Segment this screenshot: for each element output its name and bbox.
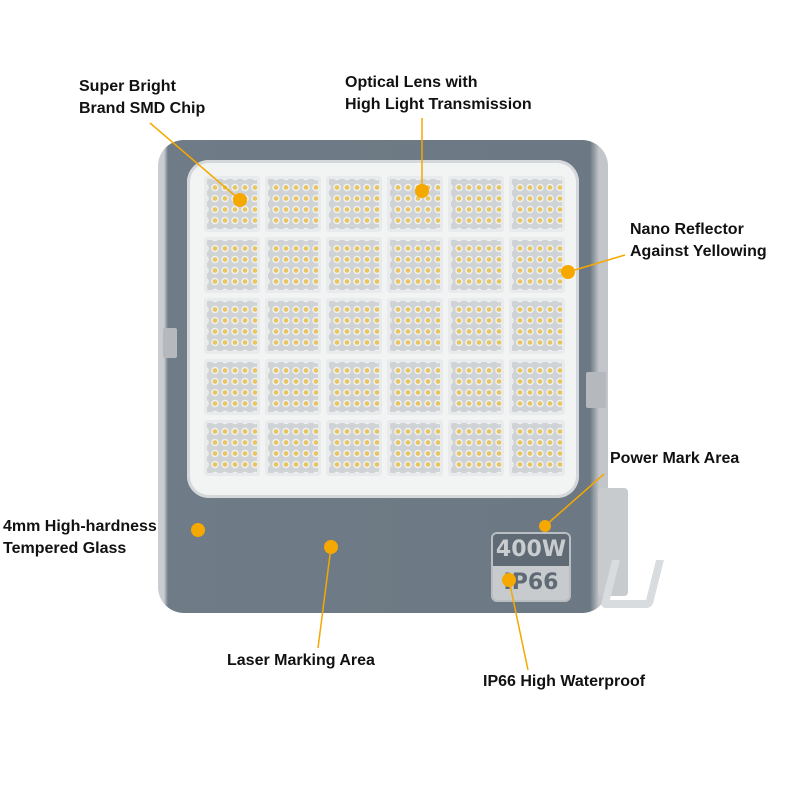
chip-dot [233, 193, 247, 207]
led-module [326, 359, 382, 415]
led-module [326, 420, 382, 476]
led-module [387, 237, 443, 293]
callout-reflector-line2: Against Yellowing [630, 243, 767, 260]
power-leader [544, 473, 605, 527]
callout-glass-line2: Tempered Glass [3, 540, 127, 557]
callout-lens: Optical Lens with High Light Transmissio… [345, 72, 532, 116]
reflector-dot [561, 265, 575, 279]
led-module [387, 420, 443, 476]
callout-laser: Laser Marking Area [227, 650, 375, 672]
callout-lens-line2: High Light Transmission [345, 96, 532, 113]
callout-glass-line1: 4mm High-hardness [3, 518, 157, 535]
callout-reflector: Nano Reflector Against Yellowing [630, 219, 767, 263]
callout-laser-line1: Laser Marking Area [227, 652, 375, 669]
led-module [448, 420, 504, 476]
led-module [326, 176, 382, 232]
led-module [204, 237, 260, 293]
callout-reflector-line1: Nano Reflector [630, 221, 744, 238]
callout-lens-line1: Optical Lens with [345, 74, 478, 91]
power-dot [539, 520, 551, 532]
reflector-leader [567, 254, 626, 273]
led-module [204, 420, 260, 476]
led-module [265, 359, 321, 415]
callout-power-line1: Power Mark Area [610, 450, 740, 467]
led-module [448, 298, 504, 354]
led-module [387, 298, 443, 354]
led-module [509, 359, 565, 415]
led-module-grid [204, 176, 565, 476]
glass-dot [191, 523, 205, 537]
led-module [448, 359, 504, 415]
led-module [509, 420, 565, 476]
power-rating: 400W [493, 534, 569, 566]
led-module [204, 298, 260, 354]
led-module [204, 176, 260, 232]
led-module [387, 176, 443, 232]
callout-chip: Super Bright Brand SMD Chip [79, 76, 205, 120]
led-module [509, 237, 565, 293]
laser-dot [324, 540, 338, 554]
lens-dot [415, 184, 429, 198]
callout-waterproof: IP66 High Waterproof [483, 671, 645, 693]
callout-chip-line1: Super Bright [79, 78, 176, 95]
led-module [448, 176, 504, 232]
waterproof-dot [502, 573, 516, 587]
side-clip-left [163, 328, 177, 358]
led-module [265, 176, 321, 232]
led-module [387, 359, 443, 415]
led-module [265, 420, 321, 476]
mounting-bracket [598, 488, 628, 596]
led-module [265, 298, 321, 354]
laser-leader [317, 546, 332, 649]
callout-chip-line2: Brand SMD Chip [79, 100, 206, 117]
led-module [326, 237, 382, 293]
waterproof-leader [508, 579, 529, 671]
callout-power: Power Mark Area [610, 448, 739, 470]
callout-waterproof-line1: IP66 High Waterproof [483, 673, 646, 690]
led-module [509, 298, 565, 354]
side-clip-right [586, 372, 606, 408]
led-module [326, 298, 382, 354]
led-module [265, 237, 321, 293]
led-module [509, 176, 565, 232]
led-module [204, 359, 260, 415]
callout-glass: 4mm High-hardness Tempered Glass [3, 516, 157, 560]
chip-leader [149, 122, 241, 201]
led-module [448, 237, 504, 293]
